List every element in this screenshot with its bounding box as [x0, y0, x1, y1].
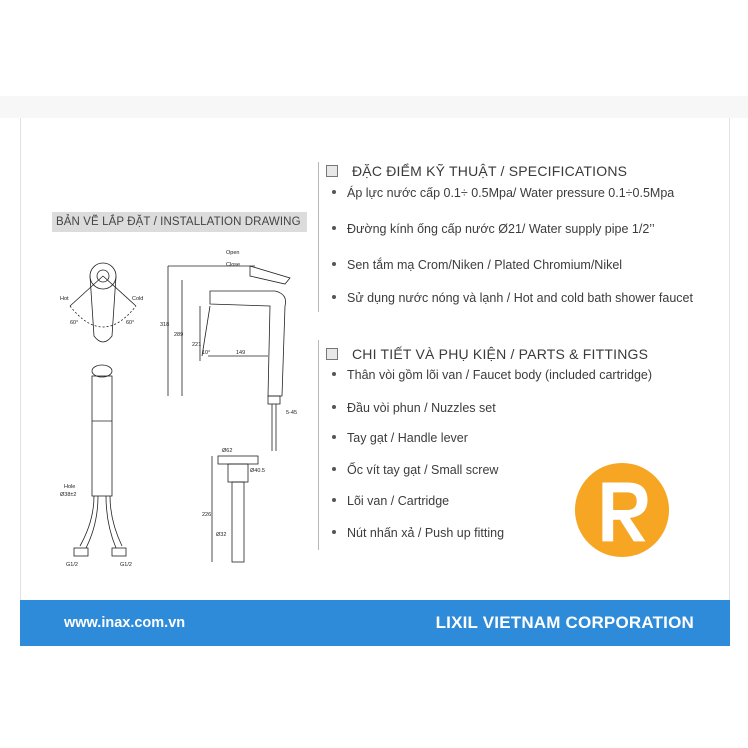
square-marker-icon [326, 165, 338, 177]
bullet-dot-icon [332, 189, 336, 194]
bullet-dot-icon [332, 529, 336, 534]
label-289: 289 [174, 332, 183, 338]
label-angle-right: 60° [126, 320, 134, 326]
part-item-text: Ốc vít tay gạt / Small screw [347, 463, 499, 477]
bullet-dot-icon [332, 371, 336, 376]
drain-cap [217, 455, 259, 465]
dim-line-10deg [201, 305, 211, 357]
spec-item: Áp lực nước cấp 0.1÷ 0.5Mpa/ Water press… [332, 186, 674, 200]
divider-specs [318, 162, 319, 312]
label-d62: Ø62 [222, 448, 232, 454]
part-item-text: Tay gạt / Handle lever [347, 431, 468, 445]
hose-left-inner [85, 495, 99, 549]
angle-arc [69, 305, 137, 328]
part-item: Đầu vòi phun / Nuzzles set [332, 401, 496, 415]
label-hole: Hole [64, 484, 75, 490]
specs-heading: ĐẶC ĐIỂM KỸ THUẬT / SPECIFICATIONS [326, 163, 627, 179]
square-marker-icon [326, 348, 338, 360]
label-d40-5: Ø40.5 [250, 468, 265, 474]
label-hot: Hot [60, 296, 69, 302]
part-item: Ốc vít tay gạt / Small screw [332, 463, 498, 477]
label-cold: Cold [132, 296, 143, 302]
part-item-text: Đầu vòi phun / Nuzzles set [347, 401, 496, 415]
spec-item-text: Sen tắm mạ Crom/Niken / Plated Chromium/… [347, 258, 623, 272]
side-base [267, 395, 281, 405]
label-318: 318 [160, 322, 169, 328]
divider-parts [318, 340, 319, 550]
label-5-45: 5-45 [286, 410, 297, 416]
installation-drawing-svg: Open Close Hot Cold 60° 60° Hole Ø38±2 G… [60, 250, 297, 568]
label-10deg: 10° [202, 350, 210, 356]
parts-heading: CHI TIẾT VÀ PHỤ KIỆN / PARTS & FITTINGS [326, 346, 648, 362]
parts-title: CHI TIẾT VÀ PHỤ KIỆN / PARTS & FITTINGS [352, 346, 649, 362]
hose-right [109, 495, 123, 547]
part-item-text: Nút nhấn xả / Push up fitting [347, 526, 505, 540]
company-name: LIXIL VIETNAM CORPORATION [435, 613, 694, 632]
side-spout [209, 290, 286, 397]
drain-pipe [231, 481, 245, 563]
part-item: Lõi van / Cartridge [332, 494, 449, 508]
bullet-dot-icon [332, 294, 336, 299]
website-link[interactable]: www.inax.com.vn [64, 615, 186, 631]
spec-sheet [20, 118, 730, 646]
bullet-dot-icon [332, 497, 336, 502]
part-item-text: Thân vòi gồm lõi van / Faucet body (incl… [347, 368, 653, 382]
label-g-left: G1/2 [66, 562, 78, 568]
drawing-title: BẢN VẼ LẮP ĐẶT / INSTALLATION DRAWING [52, 212, 307, 232]
label-221: 221 [192, 342, 201, 348]
angle-line-right [102, 275, 137, 307]
spec-item: Sen tắm mạ Crom/Niken / Plated Chromium/… [332, 258, 622, 272]
part-item: Thân vòi gồm lõi van / Faucet body (incl… [332, 368, 652, 382]
r-logo-icon [573, 461, 671, 559]
label-close: Close [226, 262, 240, 268]
bullet-dot-icon [332, 261, 336, 266]
spec-item: Đường kính ống cấp nước Ø21/ Water suppl… [332, 222, 655, 236]
part-item: Nút nhấn xả / Push up fitting [332, 526, 504, 540]
bullet-dot-icon [332, 225, 336, 230]
front-body [91, 375, 113, 497]
spec-item: Sử dụng nước nóng và lạnh / Hot and cold… [332, 291, 693, 305]
spec-item-text: Sử dụng nước nóng và lạnh / Hot and cold… [347, 291, 693, 305]
fitting-left [73, 547, 89, 557]
bullet-dot-icon [332, 434, 336, 439]
drain-body [227, 463, 249, 483]
hose-left [79, 495, 95, 547]
label-open: Open [226, 250, 239, 256]
label-149: 149 [236, 350, 245, 356]
label-g-right: G1/2 [120, 562, 132, 568]
top-view-knob [96, 269, 110, 283]
bullet-dot-icon [332, 404, 336, 409]
front-head [91, 364, 113, 378]
footer-bar: www.inax.com.vn LIXIL VIETNAM CORPORATIO… [20, 600, 730, 646]
label-angle-left: 60° [70, 320, 78, 326]
fitting-right [111, 547, 127, 557]
top-band [0, 96, 748, 118]
part-item: Tay gạt / Handle lever [332, 431, 468, 445]
side-lever [249, 265, 291, 285]
specs-title: ĐẶC ĐIỂM KỸ THUẬT / SPECIFICATIONS [352, 163, 628, 179]
spec-item-text: Áp lực nước cấp 0.1÷ 0.5Mpa/ Water press… [347, 186, 675, 200]
top-view-lever [89, 275, 117, 343]
installation-drawing: Open Close Hot Cold 60° 60° Hole Ø38±2 G… [50, 236, 310, 576]
hose-right-inner [105, 495, 117, 549]
angle-line-left [69, 275, 104, 307]
part-item-text: Lõi van / Cartridge [347, 494, 450, 508]
bullet-dot-icon [332, 466, 336, 471]
label-d32: Ø32 [216, 532, 226, 538]
label-226: 226 [202, 512, 211, 518]
spec-item-text: Đường kính ống cấp nước Ø21/ Water suppl… [347, 222, 655, 236]
label-hole-dia: Ø38±2 [60, 492, 76, 498]
